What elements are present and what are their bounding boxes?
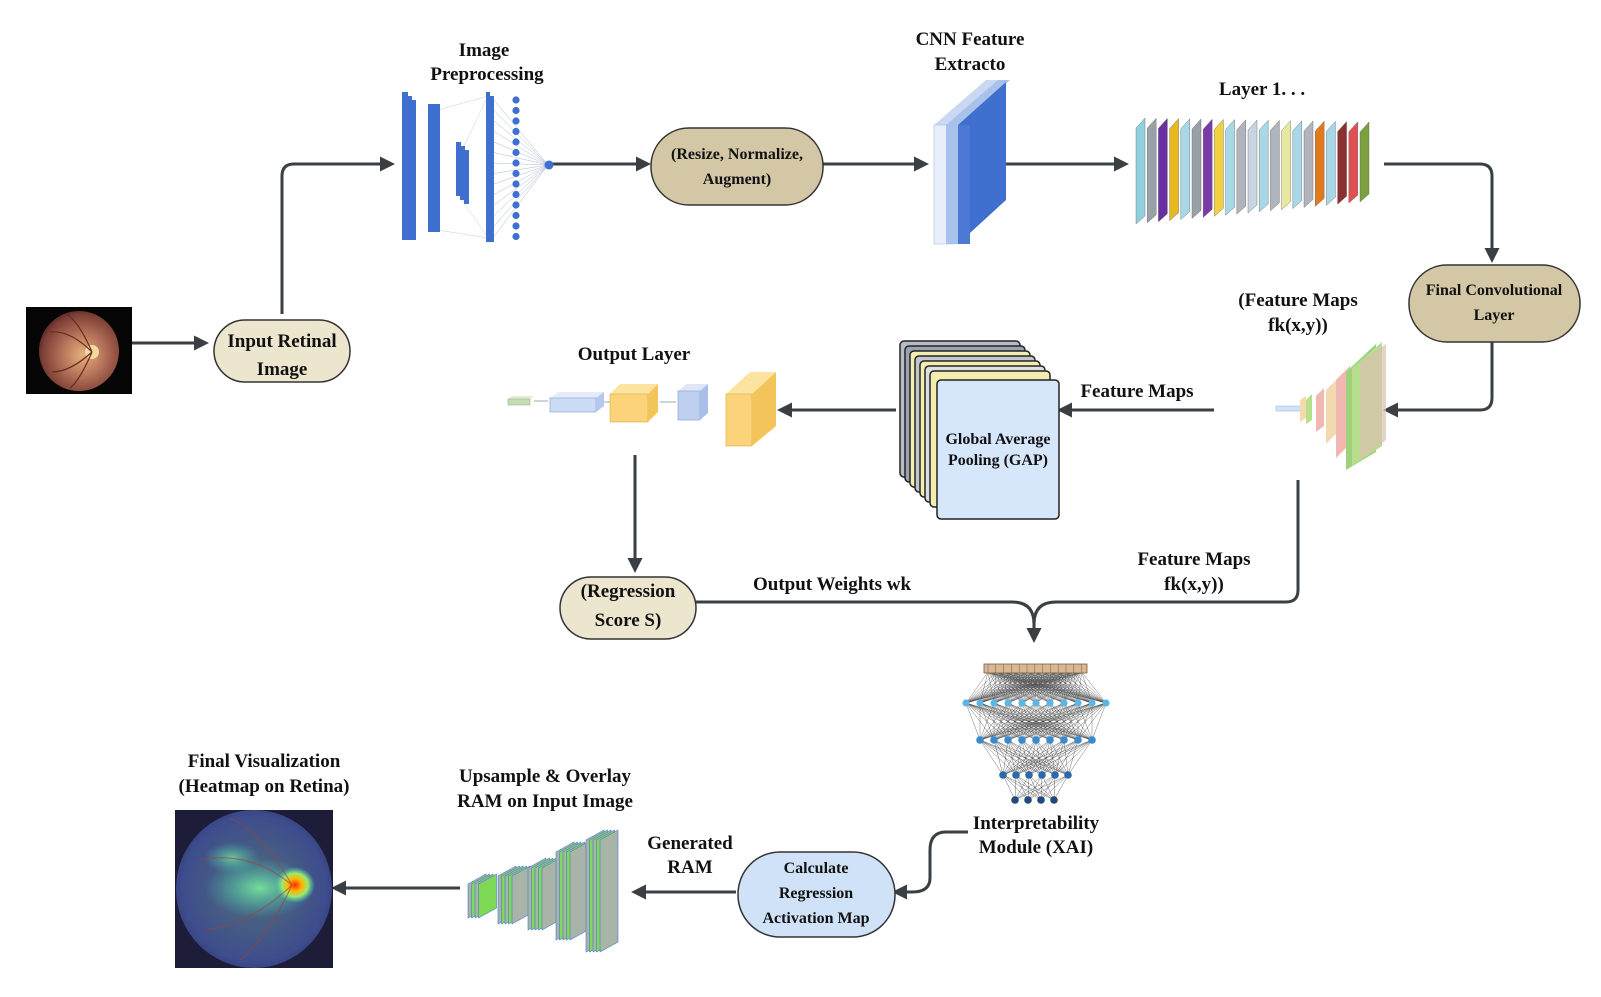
final-conv-label-2: Layer	[1474, 307, 1515, 324]
cnn-block-icon	[934, 80, 1010, 244]
layer-stack-icon	[1136, 118, 1369, 224]
upsample-label-2: RAM on Input Image	[457, 791, 633, 812]
cnn-title-1: CNN Feature	[916, 29, 1025, 50]
input-retinal-image-node: Input Retinal Image	[214, 320, 350, 382]
input-retinal-label-1: Input Retinal	[227, 331, 336, 352]
heatmap-retina-icon	[175, 810, 333, 968]
regression-score-label-1: (Regression	[581, 581, 676, 602]
calculate-ram-node: Calculate Regression Activation Map	[738, 852, 895, 937]
output-layer-cubes-icon	[508, 372, 776, 446]
feature-maps-mid-label: Feature Maps	[1080, 381, 1193, 402]
final-vis-label-2: (Heatmap on Retina)	[179, 776, 350, 797]
arrow-input-to-preprocessing	[282, 164, 392, 314]
gap-label-1: Global Average	[945, 431, 1050, 448]
ram-stack-icon	[468, 830, 618, 952]
final-convolutional-layer-node: Final Convolutional Layer	[1409, 265, 1580, 342]
upsample-label-1: Upsample & Overlay	[459, 766, 632, 787]
resize-label-1: (Resize, Normalize,	[671, 146, 803, 163]
layer1-title: Layer 1. . .	[1219, 79, 1305, 100]
output-weights-label: Output Weights wk	[753, 574, 911, 595]
neural-net-preprocessing-icon	[402, 92, 554, 242]
arrow-score-to-xai	[692, 602, 1034, 624]
gap-stack-icon: Global Average Pooling (GAP)	[900, 341, 1059, 519]
regression-score-node: (Regression Score S)	[560, 577, 696, 639]
calc-ram-label-3: Activation Map	[762, 910, 869, 927]
resize-normalize-augment-node: (Resize, Normalize, Augment)	[651, 128, 823, 205]
gap-label-2: Pooling (GAP)	[948, 452, 1048, 469]
feature-maps-top-2: fk(x,y))	[1268, 315, 1328, 336]
feature-map-pyramid-icon	[1276, 342, 1386, 470]
final-conv-label-1: Final Convolutional	[1426, 282, 1563, 299]
feature-maps-low-2: fk(x,y))	[1164, 574, 1224, 595]
generated-ram-label-2: RAM	[667, 857, 712, 878]
arrow-final-conv-to-featuremaps	[1386, 340, 1492, 410]
interpretability-label-2: Module (XAI)	[979, 837, 1094, 858]
interpretability-label-1: Interpretability	[973, 813, 1100, 834]
generated-ram-label-1: Generated	[647, 833, 733, 854]
preprocessing-title-1: Image	[459, 40, 510, 61]
input-retinal-label-2: Image	[257, 359, 308, 380]
feature-maps-top-1: (Feature Maps	[1238, 290, 1357, 311]
regression-score-label-2: Score S)	[595, 610, 662, 631]
final-vis-label-1: Final Visualization	[188, 751, 341, 772]
retina-photo-icon	[26, 307, 132, 394]
calc-ram-label-1: Calculate	[784, 860, 849, 877]
output-layer-title: Output Layer	[578, 344, 691, 365]
feature-maps-low-1: Feature Maps	[1137, 549, 1250, 570]
xai-network-icon	[962, 664, 1109, 804]
resize-label-2: Augment)	[703, 171, 771, 188]
calc-ram-label-2: Regression	[779, 885, 853, 902]
preprocessing-title-2: Preprocessing	[430, 64, 544, 85]
arrow-xai-to-calc	[895, 832, 968, 892]
arrow-layers-to-final-conv	[1384, 164, 1492, 260]
cnn-title-2: Extracto	[935, 54, 1006, 75]
